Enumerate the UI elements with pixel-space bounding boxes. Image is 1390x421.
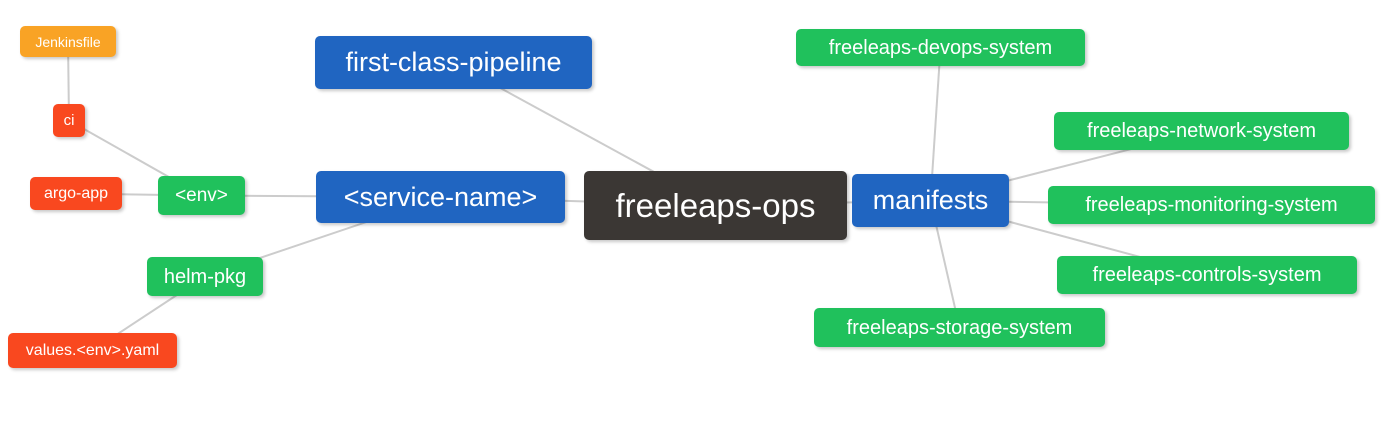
node-freeleaps-ops[interactable]: freeleaps-ops bbox=[584, 171, 847, 240]
node-manifests[interactable]: manifests bbox=[852, 174, 1009, 227]
node-ci[interactable]: ci bbox=[53, 104, 85, 137]
node-freeleaps-devops-system[interactable]: freeleaps-devops-system bbox=[796, 29, 1085, 66]
node-freeleaps-controls-system[interactable]: freeleaps-controls-system bbox=[1057, 256, 1357, 294]
node-first-class-pipeline[interactable]: first-class-pipeline bbox=[315, 36, 592, 89]
node-freeleaps-network-system[interactable]: freeleaps-network-system bbox=[1054, 112, 1349, 150]
node-helm-pkg[interactable]: helm-pkg bbox=[147, 257, 263, 296]
node-values-env-yaml[interactable]: values.<env>.yaml bbox=[8, 333, 177, 368]
node-freeleaps-monitoring-system[interactable]: freeleaps-monitoring-system bbox=[1048, 186, 1375, 224]
node-env[interactable]: <env> bbox=[158, 176, 245, 215]
node-service-name[interactable]: <service-name> bbox=[316, 171, 565, 223]
node-jenkinsfile[interactable]: Jenkinsfile bbox=[20, 26, 116, 57]
node-argo-app[interactable]: argo-app bbox=[30, 177, 122, 210]
node-freeleaps-storage-system[interactable]: freeleaps-storage-system bbox=[814, 308, 1105, 347]
